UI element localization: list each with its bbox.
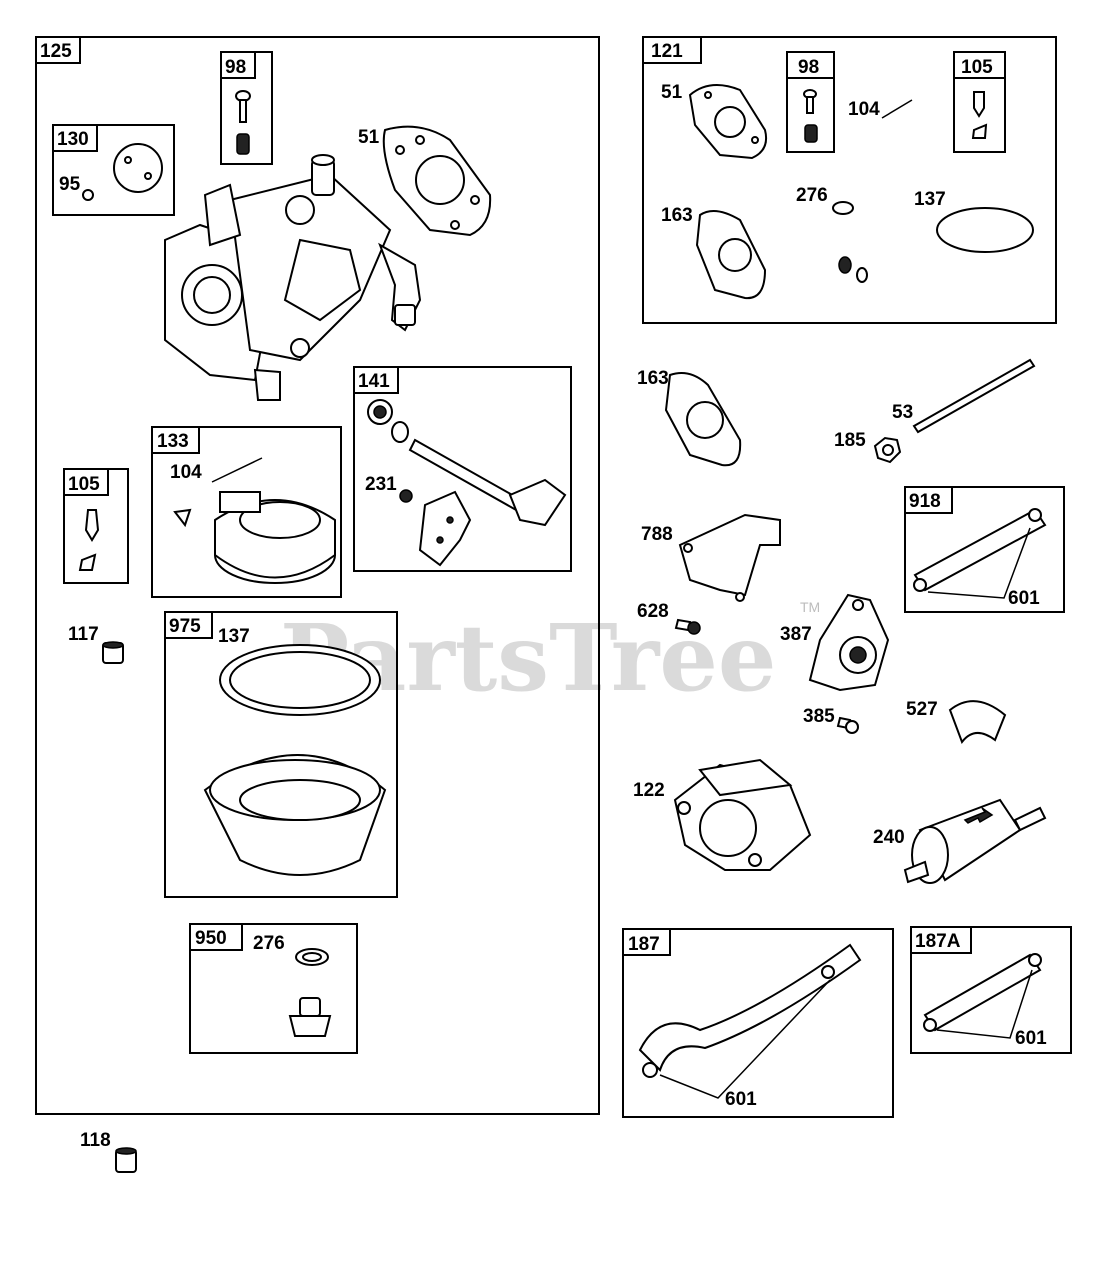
group-141[interactable]: 141 231 — [353, 366, 572, 572]
label-601-918: 601 — [1008, 588, 1040, 609]
spacer-122: 122 — [633, 758, 812, 871]
group-975[interactable]: 975 137 — [164, 611, 398, 898]
box-label-133: 133 — [157, 431, 189, 452]
hose-icon-187 — [638, 943, 862, 1099]
box-label-105-left: 105 — [68, 474, 100, 495]
box-label-121: 121 — [651, 41, 683, 62]
label-51-left: 51 — [358, 127, 380, 148]
needle-valve-icon-right — [971, 91, 988, 139]
box-label-125: 125 — [40, 41, 72, 62]
carburetor-body — [164, 154, 422, 401]
label-118: 118 — [80, 1130, 111, 1151]
label-51-right: 51 — [661, 82, 683, 103]
group-187a[interactable]: 187A 601 — [910, 926, 1072, 1054]
fuel-filter-240: 240 — [873, 798, 1047, 884]
group-105-left[interactable]: 105 — [63, 468, 129, 584]
box-label-141: 141 — [358, 371, 390, 392]
gasket-51-left: 51 — [358, 125, 492, 237]
screw-385: 385 — [803, 706, 859, 734]
box-label-105-right: 105 — [961, 57, 993, 78]
box-label-187a: 187A — [915, 931, 961, 952]
group-98-left[interactable]: 98 — [220, 51, 273, 165]
label-527: 527 — [906, 699, 938, 720]
throttle-shaft-icon — [367, 399, 567, 567]
label-240: 240 — [873, 827, 905, 848]
label-53: 53 — [892, 402, 913, 423]
group-125[interactable]: 125 — [35, 36, 600, 1115]
plate-icon — [82, 143, 163, 201]
o-ring-icon — [936, 207, 1034, 253]
float-icon — [173, 457, 336, 584]
label-276-left: 276 — [253, 933, 285, 954]
rod-53: 53 — [892, 358, 1036, 434]
box-label-187: 187 — [628, 934, 660, 955]
box-label-98-left: 98 — [225, 57, 246, 78]
label-163-mid: 163 — [637, 368, 669, 389]
box-label-950: 950 — [195, 928, 227, 949]
nut-185: 185 — [834, 430, 902, 464]
box-label-98-right: 98 — [798, 57, 819, 78]
label-601-187a: 601 — [1015, 1028, 1047, 1049]
box-label-918: 918 — [909, 491, 941, 512]
needle-valve-icon — [78, 509, 100, 571]
group-130[interactable]: 130 95 — [52, 124, 175, 216]
label-117: 117 — [68, 624, 99, 645]
screw-628: 628 — [637, 601, 701, 635]
watermark-trademark: TM — [800, 599, 820, 615]
group-98-right[interactable]: 98 — [786, 51, 835, 153]
hose-icon-918 — [913, 508, 1047, 599]
screw-icon — [235, 90, 251, 155]
label-385: 385 — [803, 706, 835, 727]
hose-icon-187a — [923, 953, 1042, 1039]
group-121[interactable]: 121 51 163 276 104 137 — [642, 36, 1057, 324]
bracket-788: 788 — [641, 513, 781, 602]
clip-527: 527 — [906, 699, 1007, 745]
gasket-163-mid: 163 — [637, 368, 742, 467]
label-628: 628 — [637, 601, 669, 622]
label-276-right: 276 — [796, 185, 828, 206]
box-label-975: 975 — [169, 616, 201, 637]
label-95: 95 — [59, 174, 81, 195]
bolt-icon — [288, 948, 332, 1037]
box-label-130: 130 — [57, 129, 89, 150]
label-163-top: 163 — [661, 205, 693, 226]
plug-118: 118 — [80, 1130, 137, 1173]
group-133[interactable]: 133 104 — [151, 426, 342, 598]
fuel-pump-387: 387 — [780, 593, 890, 692]
label-788: 788 — [641, 524, 673, 545]
seal-icon — [832, 201, 868, 283]
bowl-icon — [203, 644, 387, 876]
label-601-187: 601 — [725, 1089, 757, 1110]
pin-icon — [881, 99, 913, 119]
label-104-right: 104 — [848, 99, 880, 120]
label-387: 387 — [780, 624, 812, 645]
label-137-right: 137 — [914, 189, 946, 210]
label-104-left: 104 — [170, 462, 202, 483]
group-105-right[interactable]: 105 — [953, 51, 1006, 153]
plug-117: 117 — [68, 624, 124, 664]
group-187[interactable]: 187 601 — [622, 928, 894, 1118]
label-137-left: 137 — [218, 626, 250, 647]
group-950[interactable]: 950 276 — [189, 923, 358, 1054]
group-918[interactable]: 918 601 — [904, 486, 1065, 613]
gasket-51-right — [688, 84, 768, 160]
label-185: 185 — [834, 430, 866, 451]
screw-icon-right — [803, 89, 818, 143]
label-231: 231 — [365, 474, 397, 495]
gasket-163-top — [695, 210, 767, 300]
label-122: 122 — [633, 780, 665, 801]
